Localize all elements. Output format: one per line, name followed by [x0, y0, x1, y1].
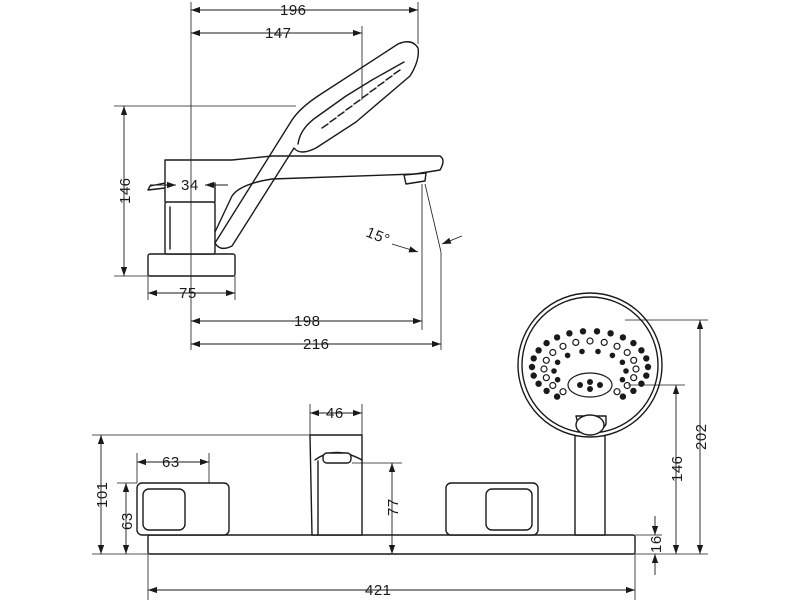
- shower-nozzle: [600, 338, 608, 346]
- dim-34: 34: [181, 177, 199, 194]
- front-base-plate: [147, 534, 636, 555]
- shower-nozzle: [579, 348, 585, 355]
- shower-nozzle: [542, 374, 550, 382]
- shower-nozzle: [644, 363, 652, 371]
- shower-nozzle: [630, 387, 637, 395]
- shower-nozzle: [619, 393, 627, 400]
- dim-216: 216: [303, 336, 330, 353]
- shower-nozzle: [593, 328, 601, 335]
- shower-nozzle: [554, 376, 561, 383]
- dim-63-width: 63: [162, 454, 180, 471]
- shower-nozzle: [542, 356, 550, 364]
- shower-nozzle: [638, 380, 645, 387]
- shower-nozzle: [551, 368, 557, 374]
- shower-nozzle: [609, 352, 616, 359]
- shower-nozzle: [559, 388, 567, 396]
- shower-nozzle: [559, 342, 567, 350]
- shower-nozzle: [564, 352, 571, 359]
- shower-nozzle: [530, 372, 537, 379]
- shower-nozzle: [630, 356, 638, 364]
- front-right-handle: [445, 482, 539, 536]
- shower-nozzle: [579, 328, 587, 335]
- shower-nozzle: [630, 339, 637, 347]
- front-left-handle: [136, 482, 230, 536]
- shower-nozzle: [607, 330, 614, 337]
- dim-16: 16: [648, 535, 665, 553]
- shower-nozzle: [535, 347, 542, 354]
- shower-nozzle: [630, 374, 638, 382]
- shower-nozzle: [572, 338, 580, 346]
- shower-nozzle: [553, 393, 561, 400]
- shower-nozzle: [543, 339, 550, 347]
- side-view: 196 147 146 34 75 198 216 15°: [114, 2, 463, 353]
- front-shower-head: [517, 292, 663, 438]
- shower-nozzle: [528, 363, 536, 371]
- side-body: [164, 155, 444, 233]
- dim-202: 202: [693, 423, 710, 450]
- shower-nozzle: [632, 365, 640, 373]
- shower-nozzle: [554, 359, 561, 366]
- shower-nozzle: [530, 355, 537, 362]
- shower-nozzle: [623, 348, 631, 357]
- shower-nozzle: [643, 372, 650, 379]
- shower-nozzle: [553, 334, 561, 341]
- side-base-plate: [147, 253, 236, 277]
- dim-63-height: 63: [119, 512, 136, 530]
- shower-nozzle: [540, 365, 548, 373]
- side-hand-shower: [214, 41, 420, 250]
- dim-196: 196: [280, 2, 307, 19]
- shower-nozzle: [619, 376, 626, 383]
- dim-75: 75: [179, 285, 197, 302]
- dim-46: 46: [326, 405, 344, 422]
- shower-nozzle: [613, 388, 621, 396]
- side-shower-nozzles: [321, 69, 401, 129]
- shower-nozzle: [535, 380, 542, 387]
- dim-147: 147: [265, 25, 292, 42]
- shower-nozzle: [566, 330, 573, 337]
- shower-nozzle: [595, 348, 601, 355]
- shower-nozzle: [619, 359, 626, 366]
- shower-nozzle: [586, 337, 594, 345]
- front-shower-nozzles: [528, 328, 652, 400]
- dim-146-side: 146: [117, 177, 134, 204]
- front-spout-outlet: [322, 452, 352, 464]
- shower-nozzle: [549, 348, 557, 357]
- front-view: 46 63 101 63 77 146 202 16 421: [92, 292, 710, 600]
- side-handle-block: [164, 201, 216, 255]
- dim-146-front: 146: [669, 455, 686, 482]
- shower-nozzle: [543, 387, 550, 395]
- side-spout-outlet: [403, 172, 427, 185]
- dim-77: 77: [385, 498, 402, 516]
- shower-nozzle: [643, 355, 650, 362]
- dim-15-degrees: 15°: [364, 224, 393, 249]
- shower-nozzle: [623, 368, 629, 374]
- shower-nozzle: [549, 381, 557, 390]
- dim-421: 421: [365, 582, 392, 599]
- dim-101: 101: [94, 481, 111, 508]
- shower-nozzle: [619, 334, 627, 341]
- dim-198: 198: [294, 313, 321, 330]
- side-lever: [147, 182, 166, 191]
- shower-nozzle: [613, 342, 621, 350]
- shower-nozzle: [623, 381, 631, 390]
- shower-nozzle: [638, 347, 645, 354]
